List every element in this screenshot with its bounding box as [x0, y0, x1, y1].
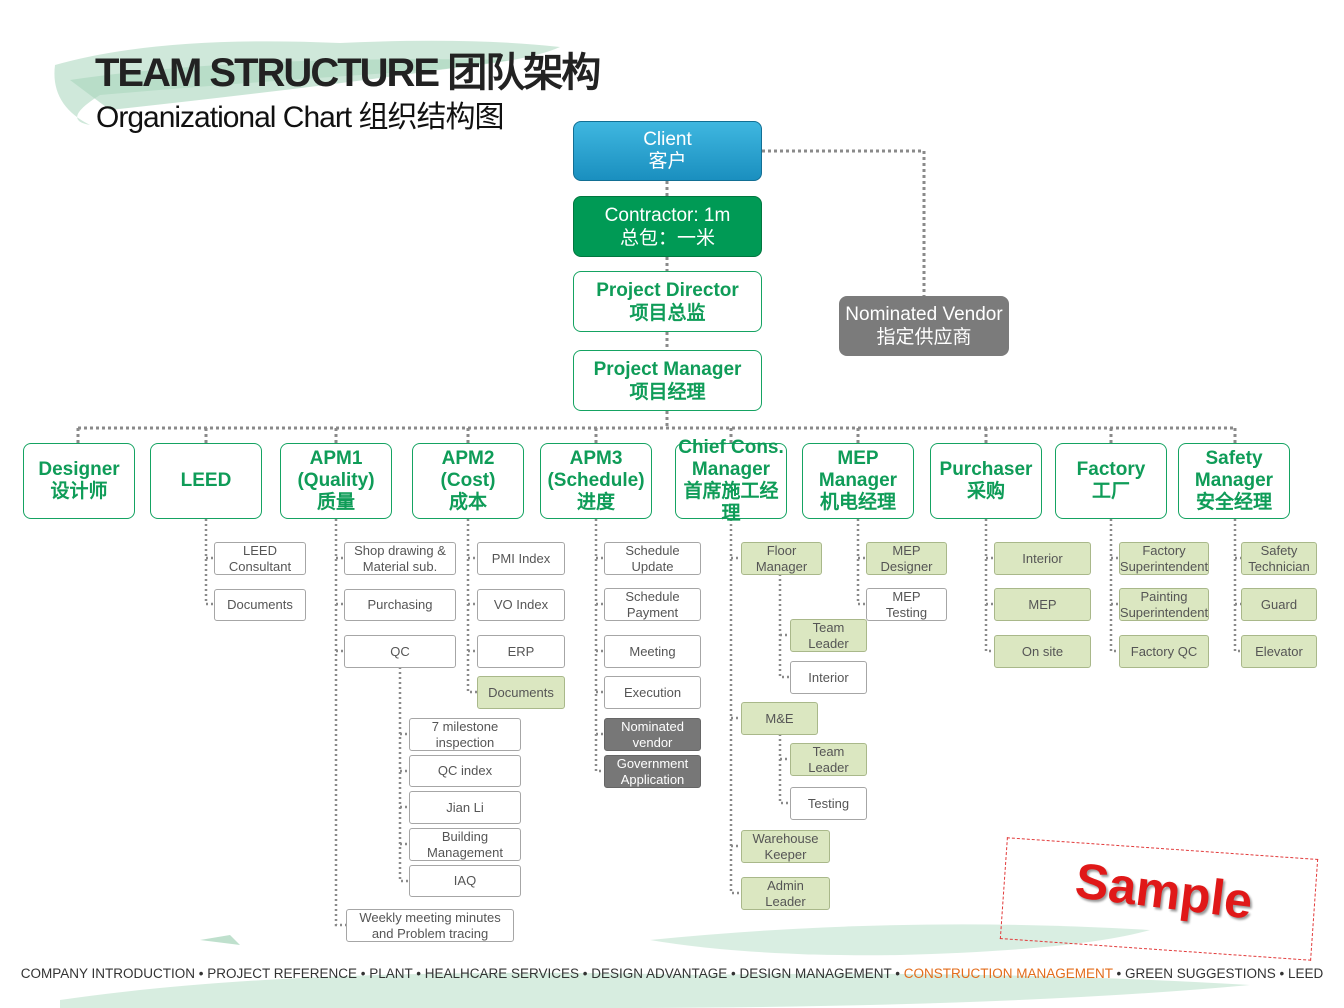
sub-m-and-e: M&E [741, 702, 818, 735]
dept-label: APM1 [309, 448, 363, 469]
project-manager-label: Project Manager [593, 358, 742, 380]
dept-label: APM2 [441, 448, 495, 469]
dept-label: 工厂 [1091, 481, 1130, 502]
dept-label: 机电经理 [819, 492, 896, 513]
contractor-label: Contractor: 1m [604, 204, 731, 226]
dept-apm3: APM3 (Schedule) 进度 [540, 443, 652, 519]
dept-apm2: APM2 (Cost) 成本 [412, 443, 524, 519]
dept-mep-manager: MEP Manager 机电经理 [802, 443, 914, 519]
dept-label: Chief Cons. [678, 437, 784, 458]
contractor-box: Contractor: 1m 总包：一米 [573, 196, 762, 257]
project-manager-box: Project Manager 项目经理 [573, 350, 762, 411]
dept-factory: Factory 工厂 [1055, 443, 1167, 519]
dept-label: (Cost) [440, 470, 496, 491]
dept-designer: Designer 设计师 [23, 443, 135, 519]
dept-leed: LEED [150, 443, 262, 519]
dept-label: Manager [818, 470, 898, 491]
footer-nav-current: CONSTRUCTION MANAGEMENT [903, 966, 1113, 981]
contractor-label-cn: 总包：一米 [619, 227, 715, 249]
sub-pmi-index: PMI Index [477, 542, 565, 575]
sub-interior: Interior [790, 661, 867, 694]
dept-label: APM3 [569, 448, 623, 469]
sub-meeting: Meeting [604, 635, 701, 668]
dept-safety-manager: Safety Manager 安全经理 [1178, 443, 1290, 519]
sub-qc-index: QC index [409, 755, 521, 787]
sub-apm2-documents: Documents [477, 676, 565, 709]
dept-label: 采购 [966, 481, 1005, 502]
sub-factory-qc: Factory QC [1119, 635, 1209, 668]
sub-purchaser-mep: MEP [994, 588, 1091, 621]
project-director-label: Project Director [596, 279, 739, 301]
nominated-vendor-label-cn: 指定供应商 [876, 327, 972, 348]
project-director-box: Project Director 项目总监 [573, 271, 762, 332]
sub-guard: Guard [1241, 588, 1317, 621]
dept-label: 设计师 [50, 481, 108, 502]
dept-label: Safety [1205, 448, 1263, 469]
project-manager-label-cn: 项目经理 [629, 381, 706, 403]
footer-nav-before: COMPANY INTRODUCTION • PROJECT REFERENCE… [20, 966, 904, 981]
dept-label: 首席施工经理 [683, 481, 779, 524]
dept-label: Manager [1194, 470, 1274, 491]
dept-label: 进度 [576, 492, 615, 513]
sub-shop-drawing: Shop drawing &Material sub. [344, 542, 456, 575]
sub-jian-li: Jian Li [409, 791, 521, 824]
dept-label: (Schedule) [547, 470, 645, 491]
footer-nav: COMPANY INTRODUCTION • PROJECT REFERENCE… [0, 966, 1344, 981]
dept-apm1: APM1 (Quality) 质量 [280, 443, 392, 519]
dept-label: 成本 [448, 492, 487, 513]
page-subtitle: Organizational Chart 组织结构图 [96, 101, 504, 134]
dept-label: Designer [38, 459, 120, 480]
sub-purchasing: Purchasing [344, 589, 456, 621]
sub-qc: QC [344, 635, 456, 668]
sub-on-site: On site [994, 635, 1091, 668]
sub-execution: Execution [604, 676, 701, 709]
nominated-vendor-box: Nominated Vendor 指定供应商 [839, 296, 1009, 356]
project-director-label-cn: 项目总监 [629, 302, 706, 324]
sub-leed-documents: Documents [214, 589, 306, 621]
dept-label: 安全经理 [1195, 492, 1272, 513]
page-title: TEAM STRUCTURE 团队架构 [95, 51, 601, 95]
sub-testing: Testing [790, 787, 867, 820]
dept-label: Factory [1076, 459, 1146, 480]
sub-erp: ERP [477, 635, 565, 668]
client-label-cn: 客户 [648, 151, 687, 172]
sub-purchaser-interior: Interior [994, 542, 1091, 575]
sub-vo-index: VO Index [477, 589, 565, 621]
sub-iaq: IAQ [409, 865, 521, 897]
sub-elevator: Elevator [1241, 635, 1317, 668]
dept-label: (Quality) [297, 470, 375, 491]
brush-stroke-top [54, 40, 560, 125]
client-label: Client [643, 129, 692, 150]
footer-nav-after: • GREEN SUGGESTIONS • LEED [1112, 966, 1324, 981]
dept-chief-cons-manager: Chief Cons. Manager 首席施工经理 [675, 437, 787, 524]
dept-label: LEED [180, 470, 232, 491]
client-box: Client 客户 [573, 121, 762, 181]
dept-purchaser: Purchaser 采购 [930, 443, 1042, 519]
dept-label: Purchaser [939, 459, 1033, 480]
dept-label: MEP [837, 448, 879, 469]
dept-label: 质量 [316, 492, 355, 513]
nominated-vendor-label: Nominated Vendor [845, 304, 1003, 325]
dept-label: Manager [691, 459, 771, 480]
brush-stroke-bottom [60, 924, 1250, 1008]
